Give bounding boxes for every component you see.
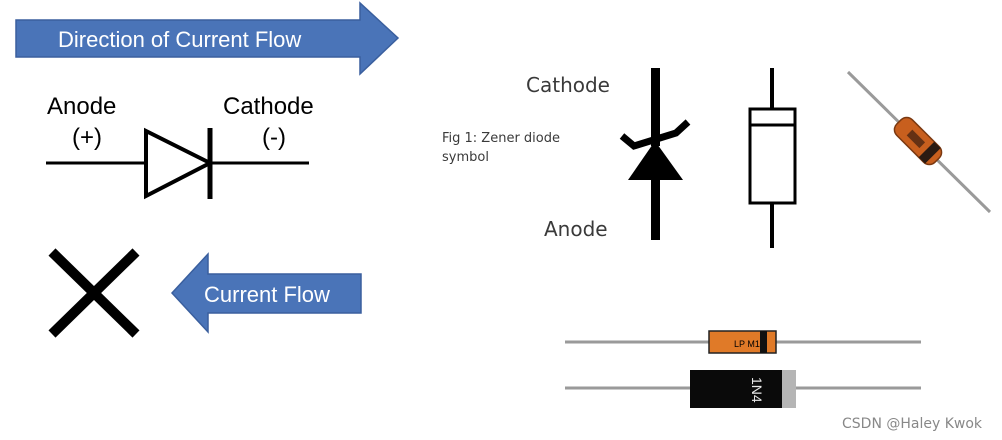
- small-diode-body: [708, 330, 777, 354]
- direction-arrow-label: Direction of Current Flow: [58, 27, 301, 52]
- package-body: [748, 107, 797, 205]
- zener-upper-lead: [651, 68, 660, 146]
- direction-arrow-shape: [15, 1, 400, 76]
- zener-lower-lead: [651, 178, 660, 240]
- small-diode-marking: LP M1: [734, 339, 760, 349]
- anode-sign: (+): [72, 124, 102, 151]
- zener-symbol: Cathode Anode: [526, 68, 691, 241]
- small-orange-diode: LP M1: [565, 330, 921, 354]
- cross-stroke-2: [48, 248, 140, 338]
- small-diode-band: [760, 331, 767, 353]
- cathode-label: Cathode: [223, 93, 314, 120]
- watermark-text: CSDN @Haley Kwok: [842, 416, 983, 432]
- large-diode-band: [782, 370, 796, 408]
- current-flow-arrow-shape: [170, 252, 362, 334]
- zener-bar: [619, 119, 691, 150]
- zener-cathode-label: Cathode: [526, 73, 610, 97]
- current-flow-arrow: Current Flow: [170, 252, 362, 334]
- cathode-sign: (-): [262, 124, 286, 151]
- zener-caption-line2: symbol: [442, 150, 489, 165]
- large-black-diode: 1N4: [565, 370, 921, 408]
- current-flow-arrow-label: Current Flow: [204, 282, 330, 307]
- glass-diode-band: [918, 141, 941, 164]
- diode-package-outline: [748, 68, 797, 248]
- zener-caption: Fig 1: Zener diode symbol: [442, 131, 560, 165]
- diode-symbol: Anode (+) Cathode (-): [46, 93, 314, 200]
- glass-diode-photo: [846, 70, 992, 214]
- zener-anode-label: Anode: [544, 217, 608, 241]
- zener-caption-line1: Fig 1: Zener diode: [442, 131, 560, 146]
- cross-mark: [48, 248, 140, 338]
- anode-label: Anode: [47, 93, 116, 120]
- glass-diode-core: [906, 129, 926, 149]
- diode-triangle: [144, 127, 215, 200]
- direction-arrow: Direction of Current Flow: [15, 1, 400, 76]
- large-diode-body: [690, 370, 796, 408]
- large-diode-marking: 1N4: [749, 377, 765, 403]
- zener-triangle: [628, 141, 683, 180]
